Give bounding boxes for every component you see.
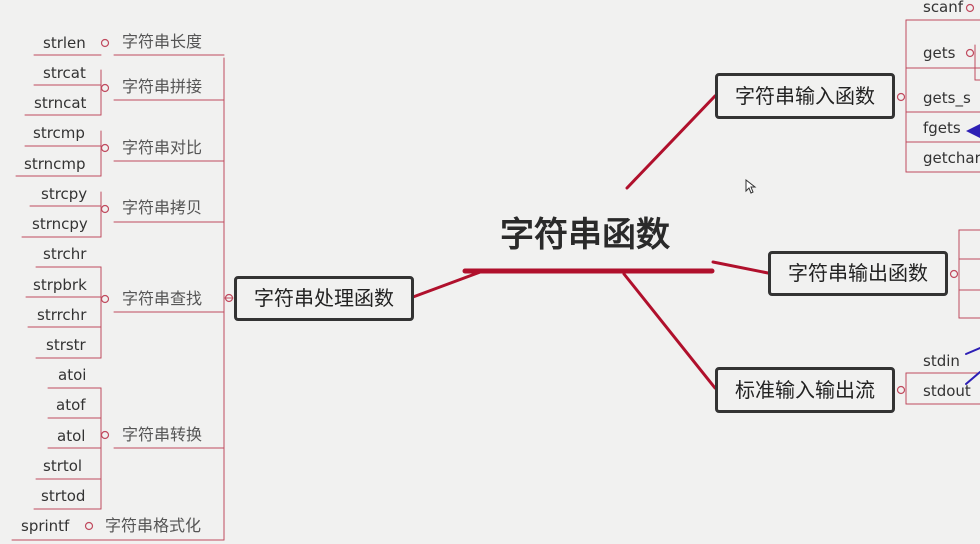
leaf-fgets[interactable]: fgets — [923, 119, 961, 137]
leaf-strchr[interactable]: strchr — [43, 245, 87, 263]
leaf-gets[interactable]: gets — [923, 44, 956, 62]
group-string-concat[interactable]: 字符串拼接 — [122, 77, 203, 96]
leaf-strlen[interactable]: strlen — [43, 34, 86, 52]
leaf-atol[interactable]: atol — [57, 427, 86, 445]
collapse-toggle-icon — [224, 293, 234, 303]
collapse-toggle-icon — [965, 3, 975, 13]
branch-standard-io-streams[interactable]: 标准输入输出流 — [715, 367, 895, 413]
leaf-stdin[interactable]: stdin — [923, 352, 960, 370]
leaf-strcmp[interactable]: strcmp — [33, 124, 85, 142]
collapse-toggle-icon — [949, 269, 959, 279]
leaf-scanf[interactable]: scanf — [923, 0, 964, 16]
collapse-toggle-icon — [84, 521, 94, 531]
connector-left-branch — [411, 269, 485, 299]
leaf-strrchr[interactable]: strrchr — [37, 306, 87, 324]
group-string-format[interactable]: 字符串格式化 — [105, 516, 202, 535]
leaf-strcat[interactable]: strcat — [43, 64, 86, 82]
group-string-length[interactable]: 字符串长度 — [122, 32, 203, 51]
leaf-strpbrk[interactable]: strpbrk — [33, 276, 87, 294]
leaf-strncmp[interactable]: strncmp — [24, 155, 86, 173]
collapse-toggle-icon — [100, 143, 110, 153]
collapse-toggle-icon — [896, 385, 906, 395]
leaf-stdout[interactable]: stdout — [923, 382, 971, 400]
connector-stream-branch — [622, 272, 717, 390]
collapse-toggle-icon — [100, 204, 110, 214]
leaf-strstr[interactable]: strstr — [46, 336, 86, 354]
leaf-strncpy[interactable]: strncpy — [32, 215, 88, 233]
branch-string-processing-functions[interactable]: 字符串处理函数 — [234, 276, 414, 321]
connector-output-branch — [711, 260, 770, 275]
collapse-toggle-icon — [965, 48, 975, 58]
group-string-compare[interactable]: 字符串对比 — [122, 138, 203, 157]
leaf-strtod[interactable]: strtod — [41, 487, 86, 505]
leaf-getchar[interactable]: getchar — [923, 149, 980, 167]
collapse-toggle-icon — [100, 38, 110, 48]
leaf-gets-s[interactable]: gets_s — [923, 89, 971, 107]
leaf-strtol[interactable]: strtol — [43, 457, 83, 475]
group-string-convert[interactable]: 字符串转换 — [122, 425, 203, 444]
collapse-toggle-icon — [100, 83, 110, 93]
branch-string-output-functions[interactable]: 字符串输出函数 — [768, 251, 948, 296]
collapse-toggle-icon — [100, 294, 110, 304]
collapse-toggle-icon — [100, 430, 110, 440]
branch-string-input-functions[interactable]: 字符串输入函数 — [715, 73, 895, 119]
group-string-copy[interactable]: 字符串拷贝 — [122, 198, 203, 217]
leaf-strncat[interactable]: strncat — [34, 94, 87, 112]
blue-arrow-line — [965, 347, 980, 355]
leaf-atof[interactable]: atof — [56, 396, 86, 414]
connector-input-branch — [625, 94, 717, 190]
mouse-cursor-icon — [745, 179, 757, 194]
leaf-atoi[interactable]: atoi — [58, 366, 87, 384]
group-string-search[interactable]: 字符串查找 — [122, 289, 203, 308]
central-topic[interactable]: 字符串函数 — [500, 215, 670, 255]
leaf-sprintf[interactable]: sprintf — [21, 517, 70, 535]
collapse-toggle-icon — [896, 92, 906, 102]
leaf-strcpy[interactable]: strcpy — [41, 185, 88, 203]
blue-arrow-icon — [966, 124, 980, 138]
blue-arrow-line — [965, 371, 980, 385]
